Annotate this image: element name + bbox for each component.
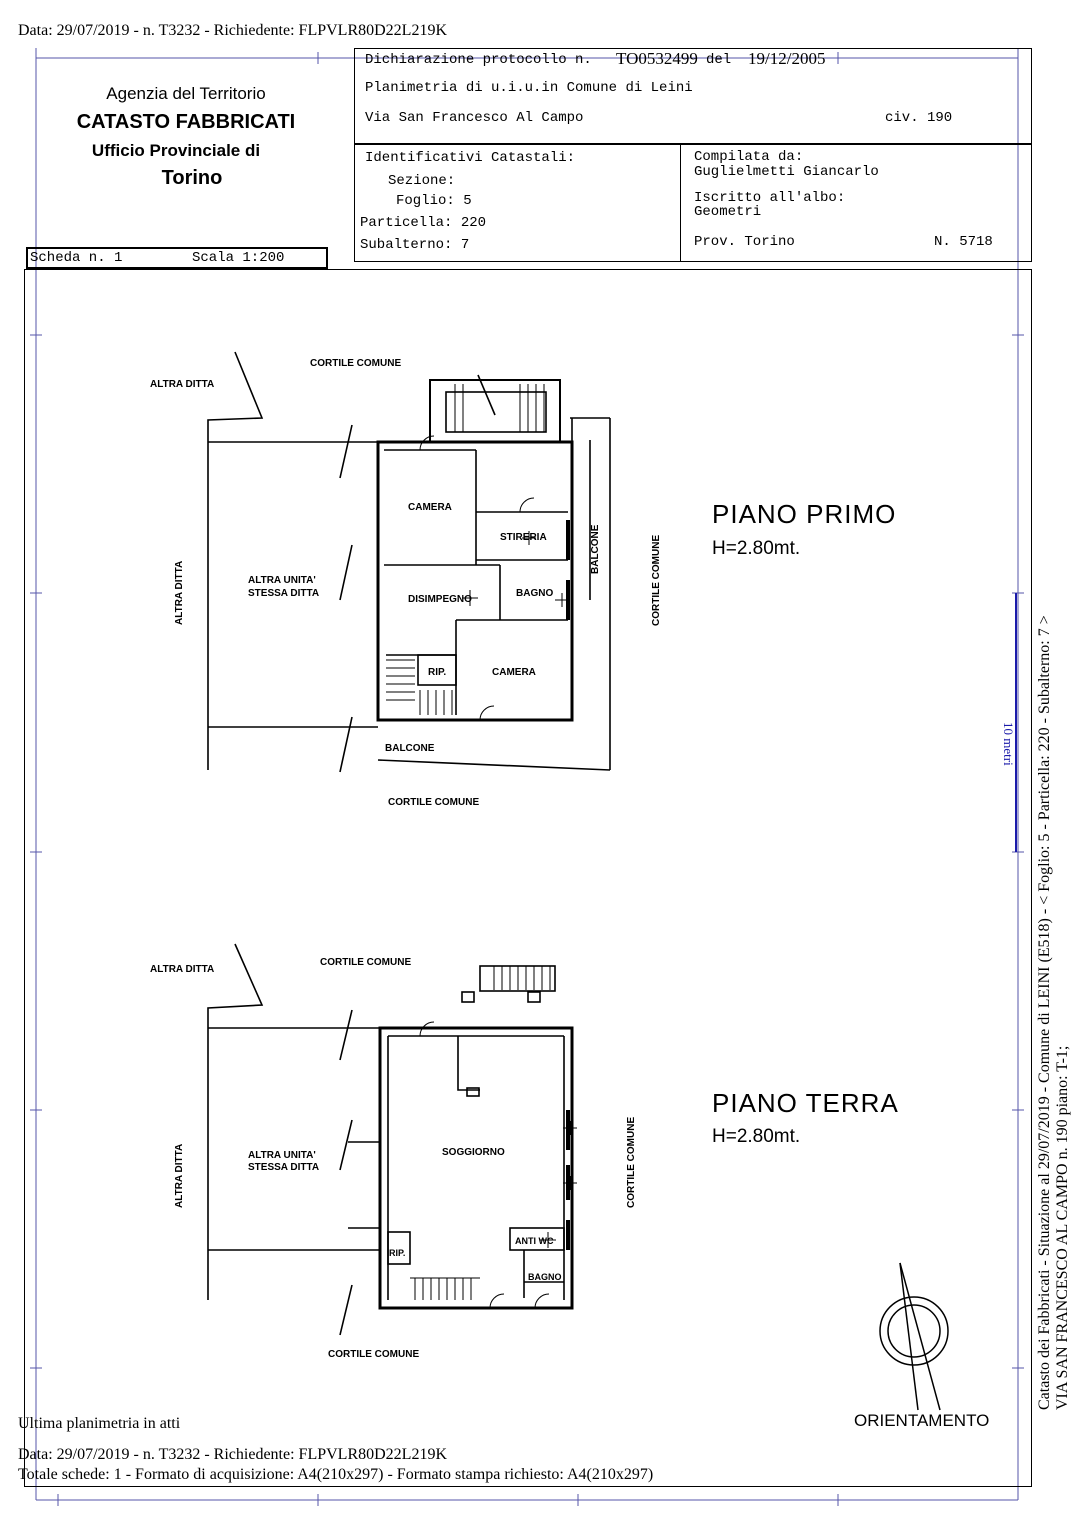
- ultima-planimetria: Ultima planimetria in atti: [18, 1415, 181, 1432]
- scheda-number: Scheda n. 1: [30, 250, 123, 266]
- plan0-bagno: BAGNO: [528, 1272, 562, 1282]
- piano-primo-title: PIANO PRIMO: [712, 499, 897, 529]
- address: Via San Francesco Al Campo: [365, 110, 584, 126]
- footer-format-line: Totale schede: 1 - Formato di acquisizio…: [18, 1466, 654, 1483]
- civic-number: civ. 190: [885, 110, 953, 126]
- plan0-cortile-vertical: CORTILE COMUNE: [626, 1117, 637, 1208]
- piano-primo-height: H=2.80mt.: [712, 538, 801, 559]
- plan1-altra-unita-2: STESSA DITTA: [248, 588, 319, 599]
- identificativi-title: Identificativi Catastali:: [365, 150, 576, 166]
- drawing-area: [24, 269, 1032, 1487]
- scheda-scale: Scala 1:200: [192, 250, 285, 266]
- scheda-box: [26, 247, 328, 269]
- plan1-balcone: BALCONE: [385, 743, 435, 754]
- plan0-altra-ditta-vertical: ALTRA DITTA: [174, 1144, 185, 1208]
- plan1-stireria: STIRERIA: [500, 532, 547, 543]
- side-address-text: VIA SAN FRANCESCO AL CAMPO n. 190 piano:…: [1054, 1045, 1071, 1410]
- piano-terra-height: H=2.80mt.: [712, 1126, 801, 1147]
- plan0-anti-wc: ANTI WC: [515, 1236, 554, 1246]
- plan0-altra-ditta: ALTRA DITTA: [150, 964, 214, 975]
- plan0-rip: RIP.: [389, 1248, 405, 1258]
- albo-value: Geometri: [694, 204, 762, 220]
- sezione-field: Sezione:: [388, 173, 456, 189]
- plan1-altra-unita-1: ALTRA UNITA': [248, 575, 316, 586]
- particella-field: Particella: 220: [360, 215, 487, 231]
- foglio-field: Foglio: 5: [396, 193, 472, 209]
- plan1-camera-1: CAMERA: [408, 502, 452, 513]
- agency-name: Agenzia del Territorio: [106, 84, 266, 103]
- plan1-camera-2: CAMERA: [492, 667, 536, 678]
- catasto-title: CATASTO FABBRICATI: [76, 111, 296, 133]
- compilata-box: [680, 144, 1032, 262]
- side-situazione-text: Catasto dei Fabbricati - Situazione al 2…: [1036, 615, 1053, 1410]
- orientamento-label: ORIENTAMENTO: [854, 1411, 990, 1430]
- provincia-label: Torino: [161, 167, 223, 189]
- plan1-bagno: BAGNO: [516, 588, 553, 599]
- compass-icon: [879, 1262, 949, 1411]
- plan1-altra-ditta: ALTRA DITTA: [150, 379, 214, 390]
- plan1-cortile-vertical: CORTILE COMUNE: [651, 535, 662, 626]
- plan1-rip: RIP.: [428, 667, 446, 678]
- plan1-disimpegno: DISIMPEGNO: [408, 594, 472, 605]
- protocol-number: TO0532499: [616, 49, 698, 68]
- compilata-name: Guglielmetti Giancarlo: [694, 164, 879, 180]
- declaration-date: 19/12/2005: [748, 49, 826, 68]
- footer-requester-line: Data: 29/07/2019 - n. T3232 - Richiedent…: [18, 1446, 447, 1463]
- plan0-altra-unita-2: STESSA DITTA: [248, 1162, 319, 1173]
- provincia-albo: Prov. Torino: [694, 234, 795, 250]
- ufficio-label: Ufficio Provinciale di: [91, 141, 261, 160]
- plan1-cortile-top: CORTILE COMUNE: [310, 358, 401, 369]
- del-label: del: [706, 52, 732, 68]
- subalterno-field: Subalterno: 7: [360, 237, 470, 253]
- header-requester-line: Data: 29/07/2019 - n. T3232 - Richiedent…: [18, 22, 447, 39]
- plan1-altra-ditta-vertical: ALTRA DITTA: [174, 561, 185, 625]
- plan0-soggiorno: SOGGIORNO: [442, 1147, 505, 1158]
- plan0-cortile-top: CORTILE COMUNE: [320, 957, 411, 968]
- iscritto-label: Iscritto all'albo:: [694, 190, 846, 206]
- declaration-box: [354, 48, 1032, 144]
- plan0-altra-unita-1: ALTRA UNITA': [248, 1150, 316, 1161]
- piano-terra-title: PIANO TERRA: [712, 1088, 899, 1118]
- plan0-cortile-bottom: CORTILE COMUNE: [328, 1349, 419, 1360]
- plan1-cortile-bottom: CORTILE COMUNE: [388, 797, 479, 808]
- albo-number: N. 5718: [934, 234, 993, 250]
- scale-bar-label: 10 metri: [1001, 722, 1016, 766]
- planimetria-label: Planimetria di u.i.u.in Comune di Leini: [365, 80, 693, 96]
- declaration-prefix: Dichiarazione protocollo n.: [365, 52, 592, 68]
- compilata-label: Compilata da:: [694, 149, 804, 165]
- plan1-balcone-vertical: BALCONE: [590, 524, 601, 574]
